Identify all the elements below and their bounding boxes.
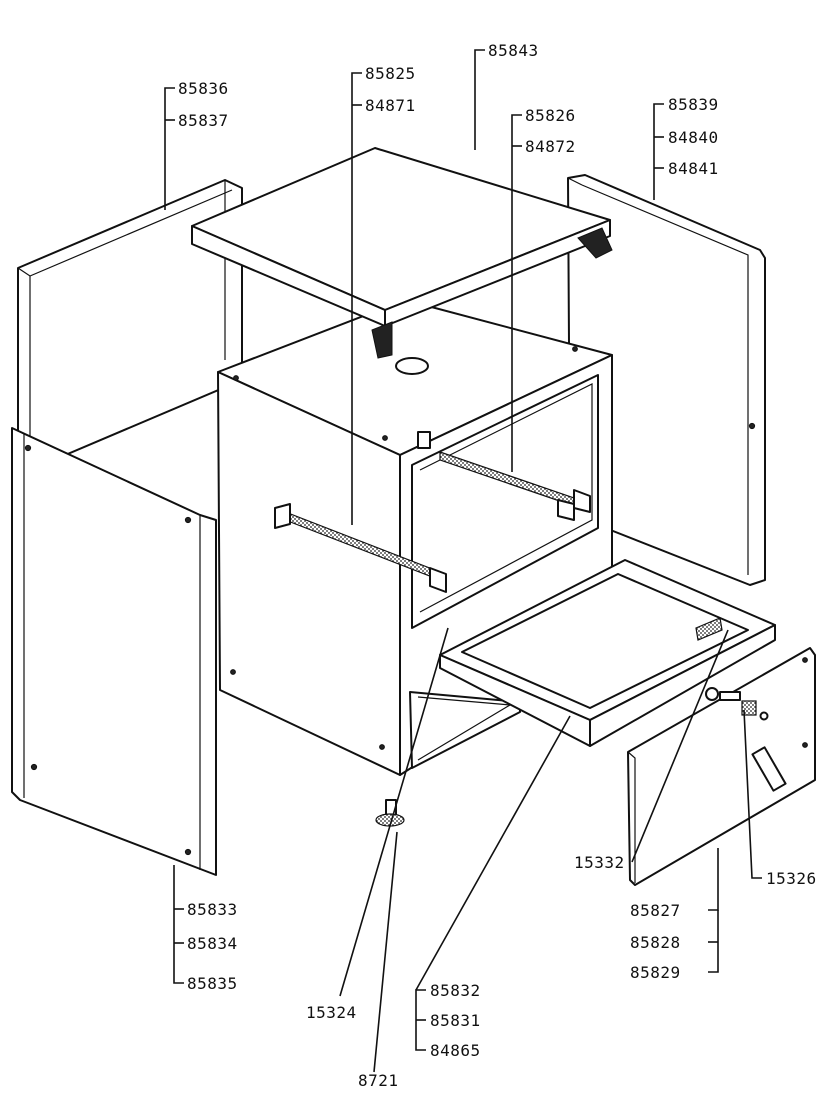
label-15326: 15326 [766, 869, 817, 888]
label-85829: 85829 [630, 963, 681, 982]
left-front-side-panel [11, 427, 217, 876]
label-15332: 15332 [574, 853, 625, 872]
label-84872: 84872 [525, 137, 576, 156]
label-84840: 84840 [668, 128, 719, 147]
label-84865: 84865 [430, 1041, 481, 1060]
leader-lines [164, 49, 762, 1073]
label-85843: 85843 [488, 41, 539, 60]
front-lower-panel [627, 647, 816, 886]
label-85831: 85831 [430, 1011, 481, 1030]
label-84841: 84841 [668, 159, 719, 178]
part-labels: 85843 85825 84871 85826 84872 85836 8583… [178, 41, 817, 1090]
foot-part [375, 799, 405, 827]
label-85837: 85837 [178, 111, 229, 130]
label-85833: 85833 [187, 900, 238, 919]
label-85825: 85825 [365, 64, 416, 83]
right-rail [439, 451, 591, 521]
label-15324: 15324 [306, 1003, 357, 1022]
label-84871: 84871 [365, 96, 416, 115]
label-85827: 85827 [630, 901, 681, 920]
label-85832: 85832 [430, 981, 481, 1000]
top-lid [191, 147, 613, 359]
label-85828: 85828 [630, 933, 681, 952]
door [439, 559, 776, 747]
label-85826: 85826 [525, 106, 576, 125]
label-8721: 8721 [358, 1071, 399, 1090]
left-rail [274, 503, 447, 593]
label-85836: 85836 [178, 79, 229, 98]
label-85835: 85835 [187, 974, 238, 993]
label-85839: 85839 [668, 95, 719, 114]
spring-part [705, 687, 769, 721]
label-85834: 85834 [187, 934, 238, 953]
